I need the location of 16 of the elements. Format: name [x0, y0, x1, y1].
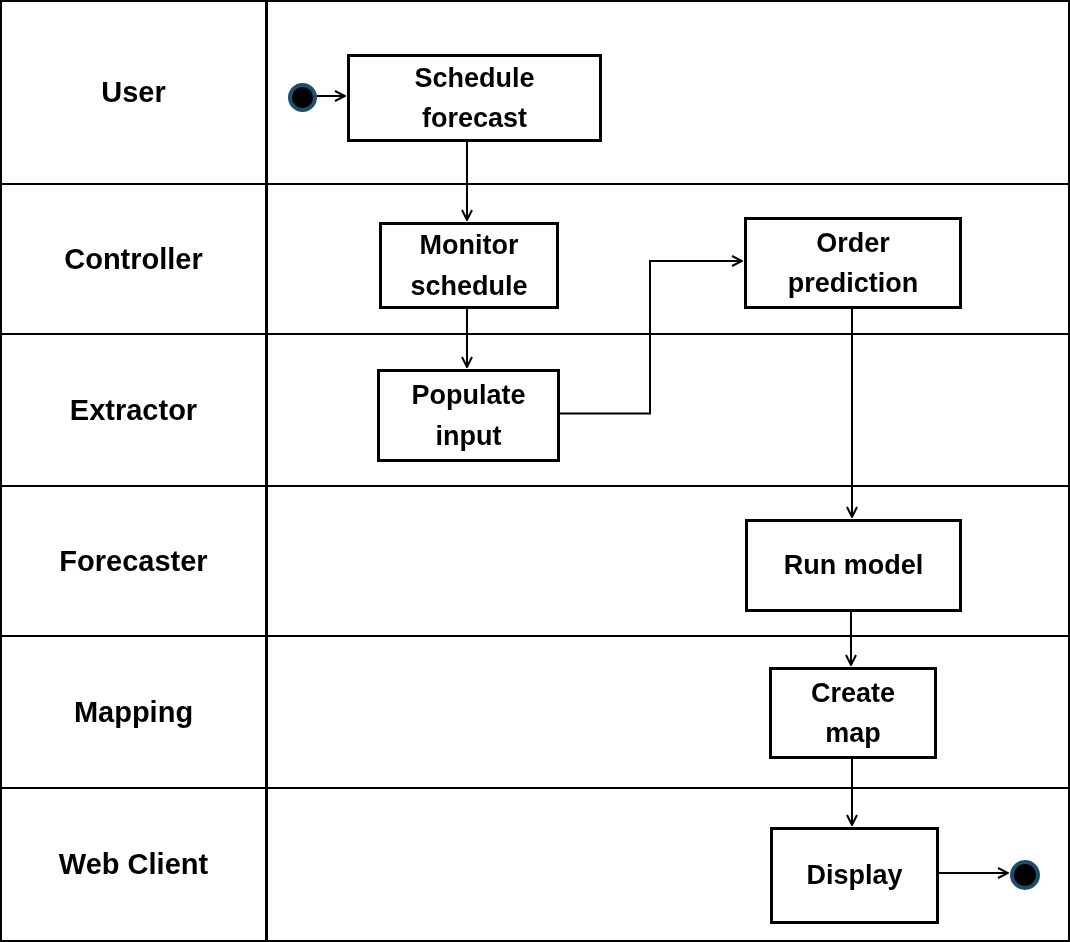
activity-box: Display — [770, 827, 939, 924]
swimlane — [0, 485, 1070, 637]
activity-box: Populate input — [377, 369, 560, 462]
activity-box: Order prediction — [744, 217, 962, 309]
activity-box: Run model — [745, 519, 962, 612]
swimlane — [0, 0, 1070, 185]
swimlane — [0, 183, 1070, 335]
filled-circle — [288, 83, 317, 112]
lane-label: Web Client — [2, 789, 268, 940]
swimlane — [0, 635, 1070, 789]
filled-circle — [1010, 860, 1040, 890]
activity-box: Monitor schedule — [379, 222, 559, 309]
swimlane — [0, 787, 1070, 942]
swimlane — [0, 333, 1070, 487]
activity-box: Schedule forecast — [347, 54, 602, 142]
activity-box: Create map — [769, 667, 937, 759]
